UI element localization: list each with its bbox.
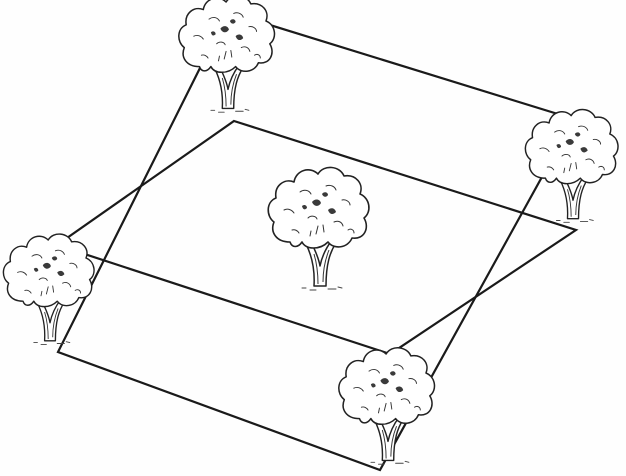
tree-bottom-icon [339, 348, 435, 464]
tree-right-icon [525, 110, 618, 223]
tree-left-icon [3, 234, 94, 344]
tree-top-left-icon [179, 0, 275, 112]
tree-center-icon [268, 167, 369, 290]
